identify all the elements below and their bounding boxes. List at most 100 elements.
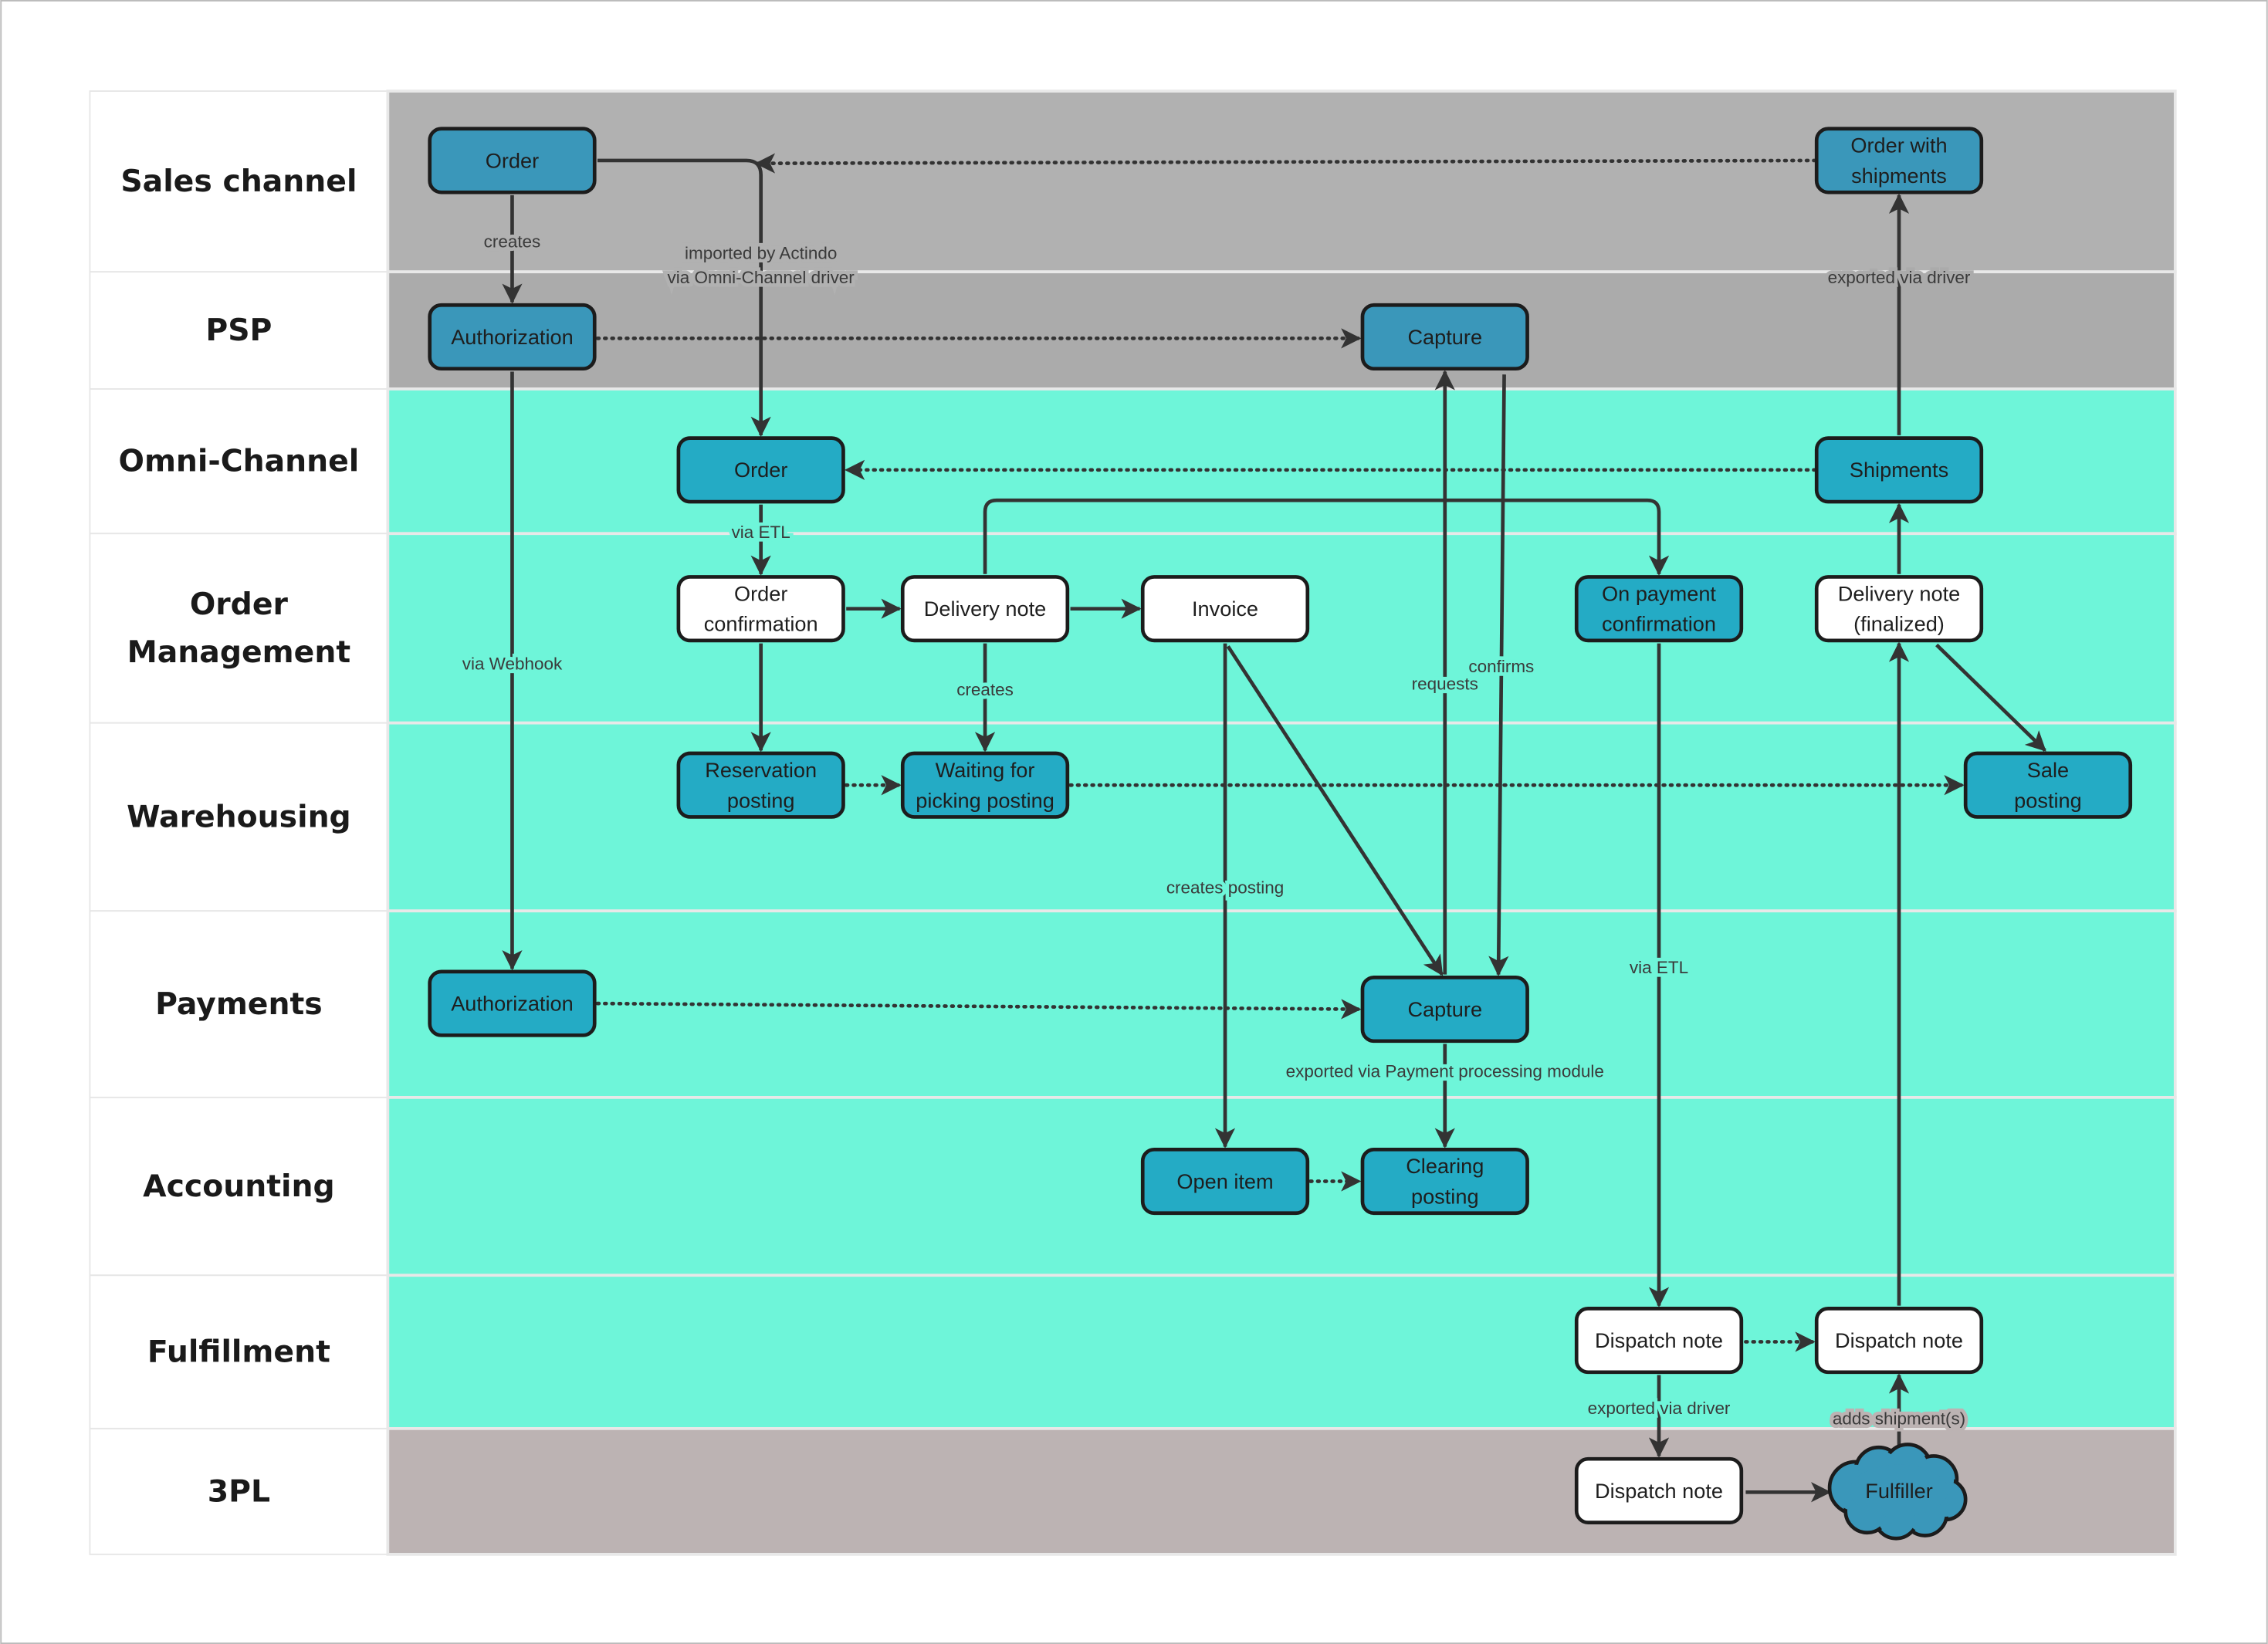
edge-label-text: confirms	[1468, 657, 1534, 676]
node-open-item[interactable]: Open item	[1140, 1147, 1310, 1216]
node-shipments[interactable]: Shipments	[1814, 436, 1984, 504]
edge-label-text: adds shipment(s)	[1833, 1409, 1965, 1428]
edge-label-text: via Omni-Channel driver	[668, 268, 855, 287]
node-label: picking posting	[916, 788, 1054, 812]
edge-label-via-etl-1: via ETL	[728, 519, 794, 545]
node-psp-authorization[interactable]: Authorization	[428, 303, 597, 371]
node-label: Invoice	[1192, 597, 1258, 621]
node-delivery-note[interactable]: Delivery note	[900, 575, 1070, 643]
node-label: Waiting for	[936, 758, 1035, 782]
lane-warehousing: Warehousing	[89, 721, 2177, 913]
lane-label: Accounting	[143, 1169, 335, 1204]
node-label: posting	[1411, 1185, 1479, 1209]
lane-header	[89, 90, 389, 273]
node-label: Order	[734, 458, 787, 482]
node-box	[900, 575, 1070, 643]
lane-header	[89, 1096, 389, 1277]
node-box	[1814, 575, 1984, 643]
node-label: Dispatch note	[1835, 1328, 1963, 1352]
node-fulfiller[interactable]: Fulfiller	[1827, 1443, 1968, 1541]
node-box	[1963, 751, 2133, 819]
edge-label-exported-via-driver-2: exported via driver	[1584, 1395, 1735, 1421]
node-dispatch-note-2[interactable]: Dispatch note	[1814, 1307, 1984, 1375]
node-label: Delivery note	[1838, 581, 1960, 605]
node-clearing-posting[interactable]: Clearing posting	[1360, 1147, 1529, 1216]
node-box	[1360, 303, 1529, 371]
node-delivery-note-finalized[interactable]: Delivery note (finalized)	[1814, 575, 1984, 643]
node-payments-capture[interactable]: Capture	[1360, 976, 1529, 1044]
node-payments-authorization[interactable]: Authorization	[428, 969, 597, 1037]
edge-label-text: exported via driver	[1828, 268, 1971, 287]
edge-label-exported-via-driver-1: exported via driver	[1824, 264, 1975, 290]
edge-label-text: requests	[1412, 675, 1478, 694]
lane-header	[89, 910, 389, 1098]
node-label: (finalized)	[1853, 612, 1945, 636]
node-box	[1140, 575, 1310, 643]
node-box	[428, 127, 597, 195]
node-label: Shipments	[1850, 458, 1948, 482]
lane-accounting: Accounting	[89, 1096, 2177, 1277]
node-box	[1140, 1147, 1310, 1216]
node-box	[1360, 976, 1529, 1044]
node-label: Clearing	[1406, 1154, 1484, 1178]
node-dispatch-note-1[interactable]: Dispatch note	[1574, 1307, 1744, 1375]
node-label: Fulfiller	[1865, 1479, 1933, 1503]
lane-header	[89, 1427, 389, 1555]
edge-order-with-shipments-to-sales-order	[754, 153, 1817, 174]
edge-label-text: creates	[956, 680, 1014, 699]
node-sales-order[interactable]: Order	[428, 127, 597, 195]
node-label: Capture	[1407, 997, 1482, 1021]
node-box	[428, 303, 597, 371]
lane-header	[89, 271, 389, 390]
edge-label-text: via Webhook	[462, 654, 563, 673]
lane-header	[89, 722, 389, 912]
edge-label-text: exported via driver	[1588, 1399, 1731, 1418]
node-box	[676, 436, 845, 504]
node-dispatch-note-3pl[interactable]: Dispatch note	[1574, 1456, 1744, 1524]
node-box	[1814, 1307, 1984, 1375]
edge-label-adds-shipments: adds shipment(s)	[1829, 1406, 1969, 1432]
node-invoice[interactable]: Invoice	[1140, 575, 1310, 643]
edge-label-creates-2: creates	[953, 676, 1017, 702]
edge-label-via-etl-2: via ETL	[1626, 954, 1692, 980]
edge-psp-capture-to-payments-capture	[1488, 374, 1509, 976]
node-omni-order[interactable]: Order	[676, 436, 845, 504]
node-label: Reservation	[705, 758, 817, 782]
node-label: Delivery note	[924, 597, 1046, 621]
lane-header	[89, 1274, 389, 1429]
node-order-confirmation[interactable]: Order confirmation	[676, 575, 845, 643]
node-box	[1814, 436, 1984, 504]
lane-label: PSP	[205, 313, 272, 348]
edge-label-text: creates	[484, 232, 541, 251]
node-box	[428, 969, 597, 1037]
lane-body	[386, 270, 2177, 391]
lane-label: 3PL	[208, 1473, 270, 1509]
node-label: confirmation	[1602, 612, 1716, 636]
cloud-shape	[1827, 1443, 1968, 1541]
edge-delivery-note-to-on-payment-confirmation	[983, 498, 1670, 576]
node-box	[1360, 1147, 1529, 1216]
node-label: Open item	[1176, 1169, 1273, 1193]
node-label: confirmation	[704, 612, 818, 636]
node-box	[1574, 1307, 1744, 1375]
edge-label-creates-1: creates	[480, 228, 544, 255]
lane-label: Omni-Channel	[119, 444, 360, 479]
lane-label: Management	[127, 634, 351, 670]
lane-label: Payments	[155, 986, 323, 1022]
node-label: posting	[2014, 788, 2082, 812]
lane-psp: PSP	[89, 270, 2177, 391]
edge-label-text: creates posting	[1166, 878, 1284, 898]
node-label: shipments	[1851, 164, 1947, 188]
edge-label-via-webhook: via Webhook	[459, 651, 567, 677]
edge-payments-authorization-to-payments-capture	[595, 999, 1362, 1020]
node-label: Order	[734, 581, 787, 605]
node-waiting-for-picking-posting[interactable]: Waiting for picking posting	[900, 751, 1070, 819]
node-label: Authorization	[451, 991, 574, 1015]
node-psp-capture[interactable]: Capture	[1360, 303, 1529, 371]
node-label: Order	[486, 148, 539, 172]
